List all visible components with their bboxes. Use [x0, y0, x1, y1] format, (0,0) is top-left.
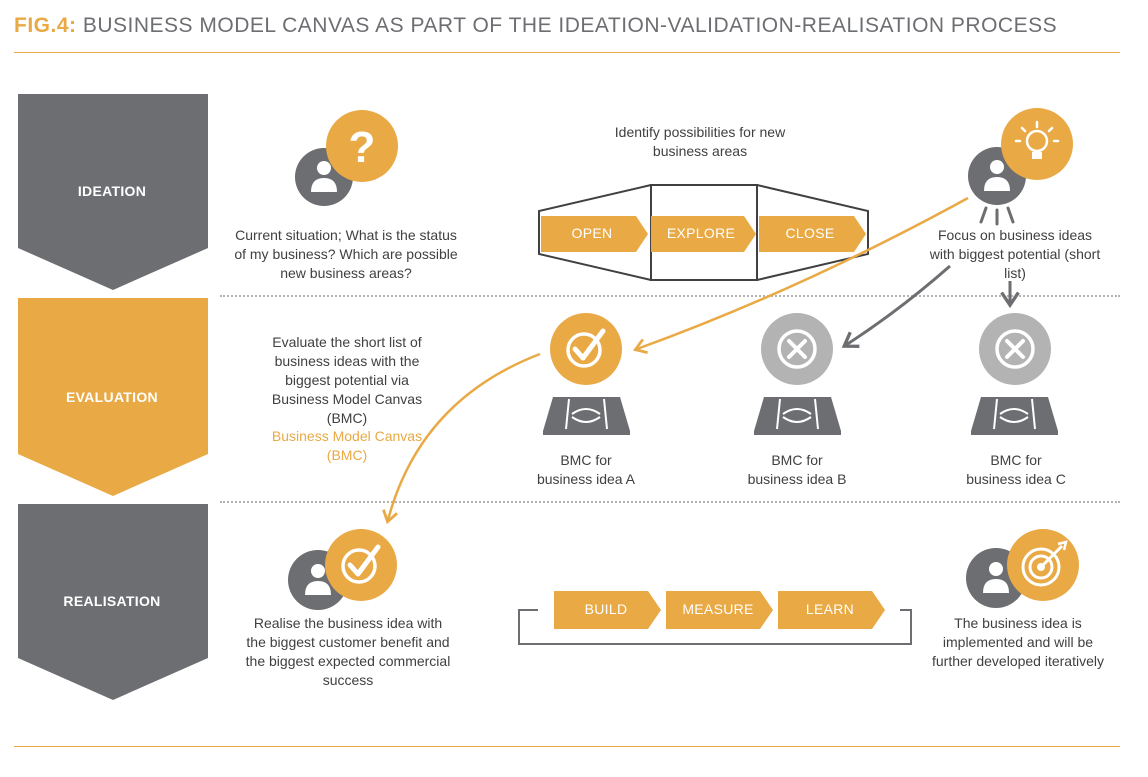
funnel-step-close-shape: [759, 216, 866, 252]
canvas-icon: [543, 397, 630, 435]
funnel-step-close: CLOSE: [785, 225, 835, 241]
funnel-step-open-shape: [541, 216, 648, 252]
top-rule: [14, 52, 1120, 53]
bmc-label-b: BMC for business idea B: [727, 451, 867, 489]
realise-text: Realise the business idea with the bigge…: [245, 615, 451, 688]
loop-step-measure-shape: [666, 591, 773, 629]
check-icon: [325, 529, 397, 601]
focus-text: Focus on business ideas with biggest pot…: [929, 227, 1101, 281]
implemented-text: The business idea is implemented and wil…: [932, 615, 1104, 669]
bmc-label-a: BMC for business idea A: [516, 451, 656, 489]
separator-ideation-evaluation: [220, 295, 1120, 297]
current-situation-text: Current situation; What is the status of…: [234, 227, 458, 281]
arrow-to-idea-a: [632, 196, 969, 354]
svg-text:?: ?: [349, 123, 376, 172]
phase-chevron-evaluation: [18, 298, 208, 496]
figure-title: BUSINESS MODEL CANVAS AS PART OF THE IDE…: [82, 14, 1058, 37]
phase-label-evaluation: EVALUATION: [66, 389, 158, 405]
figure-number: FIG.4:: [14, 14, 77, 37]
loop-step-measure: MEASURE: [682, 601, 754, 617]
evaluate-text: Evaluate the short list of business idea…: [271, 334, 423, 426]
target-icon: [1007, 529, 1079, 601]
separator-evaluation-realisation: [220, 501, 1120, 503]
bmc-label-a-line1: BMC for: [560, 452, 612, 468]
focus-rays: [979, 206, 1015, 226]
canvas-icon: [971, 397, 1058, 435]
phase-chevron-ideation: [18, 94, 208, 290]
bottom-rule: [14, 746, 1120, 747]
bmc-label-b-line1: BMC for: [771, 452, 823, 468]
phase-label-ideation: IDEATION: [77, 183, 147, 199]
bmc-label-a-line2: business idea A: [536, 471, 636, 487]
phase-chevron-realisation: [18, 504, 208, 700]
arrow-to-realisation: [382, 352, 541, 525]
phase-label-realisation: REALISATION: [63, 593, 161, 609]
funnel-step-explore-shape: [651, 216, 756, 252]
canvas-icon: [754, 397, 841, 435]
funnel-step-explore: EXPLORE: [666, 225, 736, 241]
bmc-label-c-line1: BMC for: [990, 452, 1042, 468]
arrow-to-idea-b: [841, 264, 951, 349]
bmc-highlight-text: Business Model Canvas (BMC): [271, 428, 423, 463]
iteration-loop: [518, 609, 912, 645]
loop-step-build-shape: [554, 591, 661, 629]
loop-step-learn-shape: [778, 591, 885, 629]
page-title: FIG.4: BUSINESS MODEL CANVAS AS PART OF …: [14, 14, 1057, 38]
lightbulb-icon: [1001, 108, 1073, 180]
loop-step-learn: LEARN: [805, 601, 855, 617]
cross-icon: [761, 313, 833, 385]
bmc-label-b-line2: business idea B: [747, 471, 847, 487]
loop-step-build: BUILD: [584, 601, 628, 617]
question-mark-icon: ?: [326, 110, 398, 182]
cross-icon: [979, 313, 1051, 385]
check-icon: [550, 313, 622, 385]
bmc-label-c: BMC for business idea C: [946, 451, 1086, 489]
identify-text: Identify possibilities for new business …: [614, 124, 786, 159]
funnel-step-open: OPEN: [571, 225, 613, 241]
bmc-label-c-line2: business idea C: [966, 471, 1066, 487]
